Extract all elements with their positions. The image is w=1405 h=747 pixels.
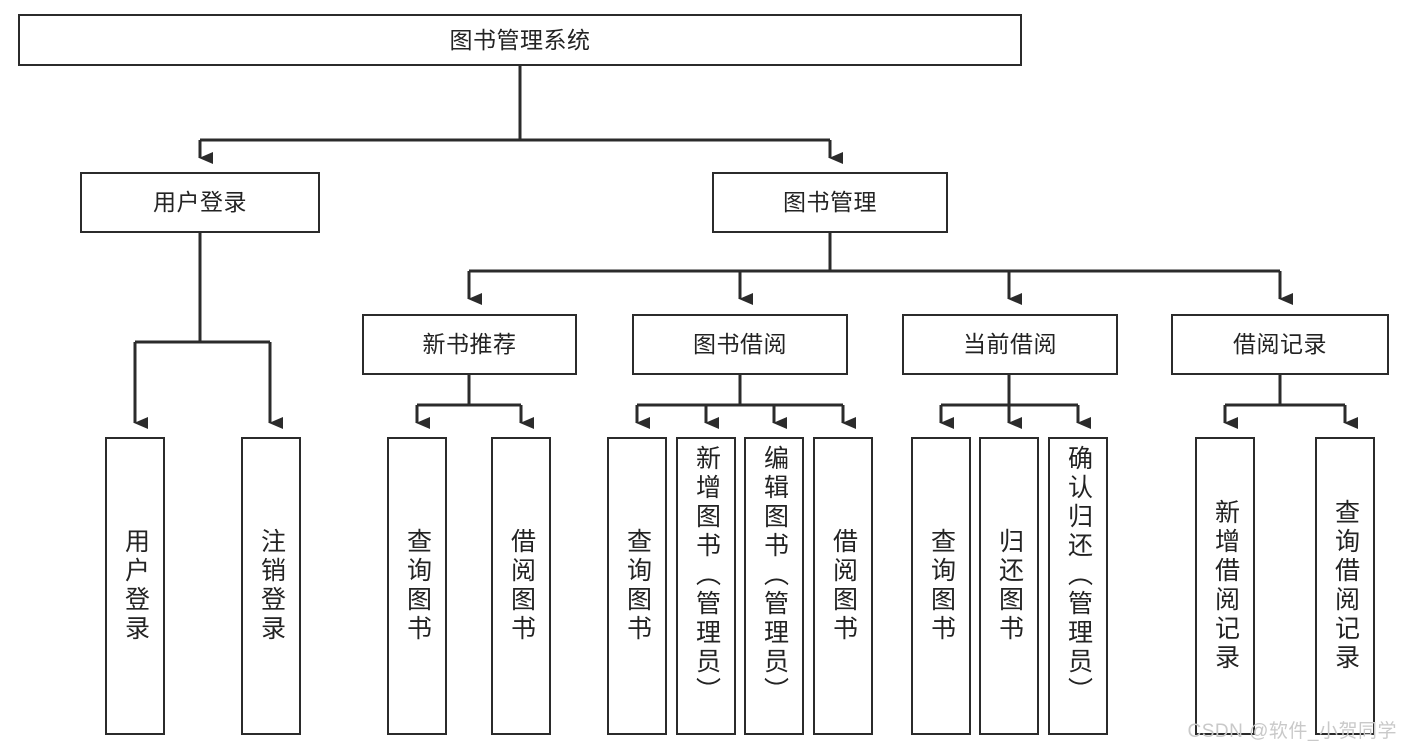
node-leaf-add-book-label: 新增图书（管理员） xyxy=(692,445,721,706)
node-root[interactable]: 图书管理系统 xyxy=(18,14,1022,66)
node-new-book-recommend-label: 新书推荐 xyxy=(422,331,517,358)
node-leaf-user-login[interactable]: 用户登录 xyxy=(105,437,165,735)
node-user-login-label: 用户登录 xyxy=(153,189,247,216)
node-leaf-query-book-2[interactable]: 查询图书 xyxy=(607,437,667,735)
node-book-borrow[interactable]: 图书借阅 xyxy=(632,314,848,375)
node-current-borrow-label: 当前借阅 xyxy=(963,331,1057,358)
node-leaf-edit-book-label: 编辑图书（管理员） xyxy=(760,445,789,706)
node-leaf-confirm-return[interactable]: 确认归还（管理员） xyxy=(1048,437,1108,735)
node-leaf-query-book-1[interactable]: 查询图书 xyxy=(387,437,447,735)
node-leaf-logout-login[interactable]: 注销登录 xyxy=(241,437,301,735)
node-leaf-query-record-label: 查询借阅记录 xyxy=(1331,499,1360,673)
node-borrow-record-label: 借阅记录 xyxy=(1233,331,1327,358)
node-leaf-user-login-label: 用户登录 xyxy=(121,528,150,644)
node-leaf-return-book-label: 归还图书 xyxy=(995,528,1024,644)
node-book-manage[interactable]: 图书管理 xyxy=(712,172,948,233)
node-user-login[interactable]: 用户登录 xyxy=(80,172,320,233)
node-leaf-add-record-label: 新增借阅记录 xyxy=(1211,499,1240,673)
node-root-label: 图书管理系统 xyxy=(449,26,591,53)
node-leaf-add-book[interactable]: 新增图书（管理员） xyxy=(676,437,736,735)
node-leaf-confirm-return-label: 确认归还（管理员） xyxy=(1064,445,1093,706)
node-book-borrow-label: 图书借阅 xyxy=(693,331,787,358)
node-leaf-query-book-3[interactable]: 查询图书 xyxy=(911,437,971,735)
node-leaf-query-book-3-label: 查询图书 xyxy=(927,528,956,644)
node-leaf-borrow-book-1-label: 借阅图书 xyxy=(507,528,536,644)
node-leaf-logout-login-label: 注销登录 xyxy=(257,528,286,644)
node-leaf-query-record[interactable]: 查询借阅记录 xyxy=(1315,437,1375,735)
watermark: CSDN @软件_小贺同学 xyxy=(1187,721,1397,742)
node-leaf-return-book[interactable]: 归还图书 xyxy=(979,437,1039,735)
node-new-book-recommend[interactable]: 新书推荐 xyxy=(362,314,577,375)
node-current-borrow[interactable]: 当前借阅 xyxy=(902,314,1118,375)
node-borrow-record[interactable]: 借阅记录 xyxy=(1171,314,1389,375)
node-leaf-borrow-book-2[interactable]: 借阅图书 xyxy=(813,437,873,735)
node-leaf-query-book-1-label: 查询图书 xyxy=(403,528,432,644)
node-leaf-edit-book[interactable]: 编辑图书（管理员） xyxy=(744,437,804,735)
node-leaf-borrow-book-2-label: 借阅图书 xyxy=(829,528,858,644)
node-leaf-borrow-book-1[interactable]: 借阅图书 xyxy=(491,437,551,735)
node-book-manage-label: 图书管理 xyxy=(783,189,877,216)
node-leaf-query-book-2-label: 查询图书 xyxy=(623,528,652,644)
node-leaf-add-record[interactable]: 新增借阅记录 xyxy=(1195,437,1255,735)
